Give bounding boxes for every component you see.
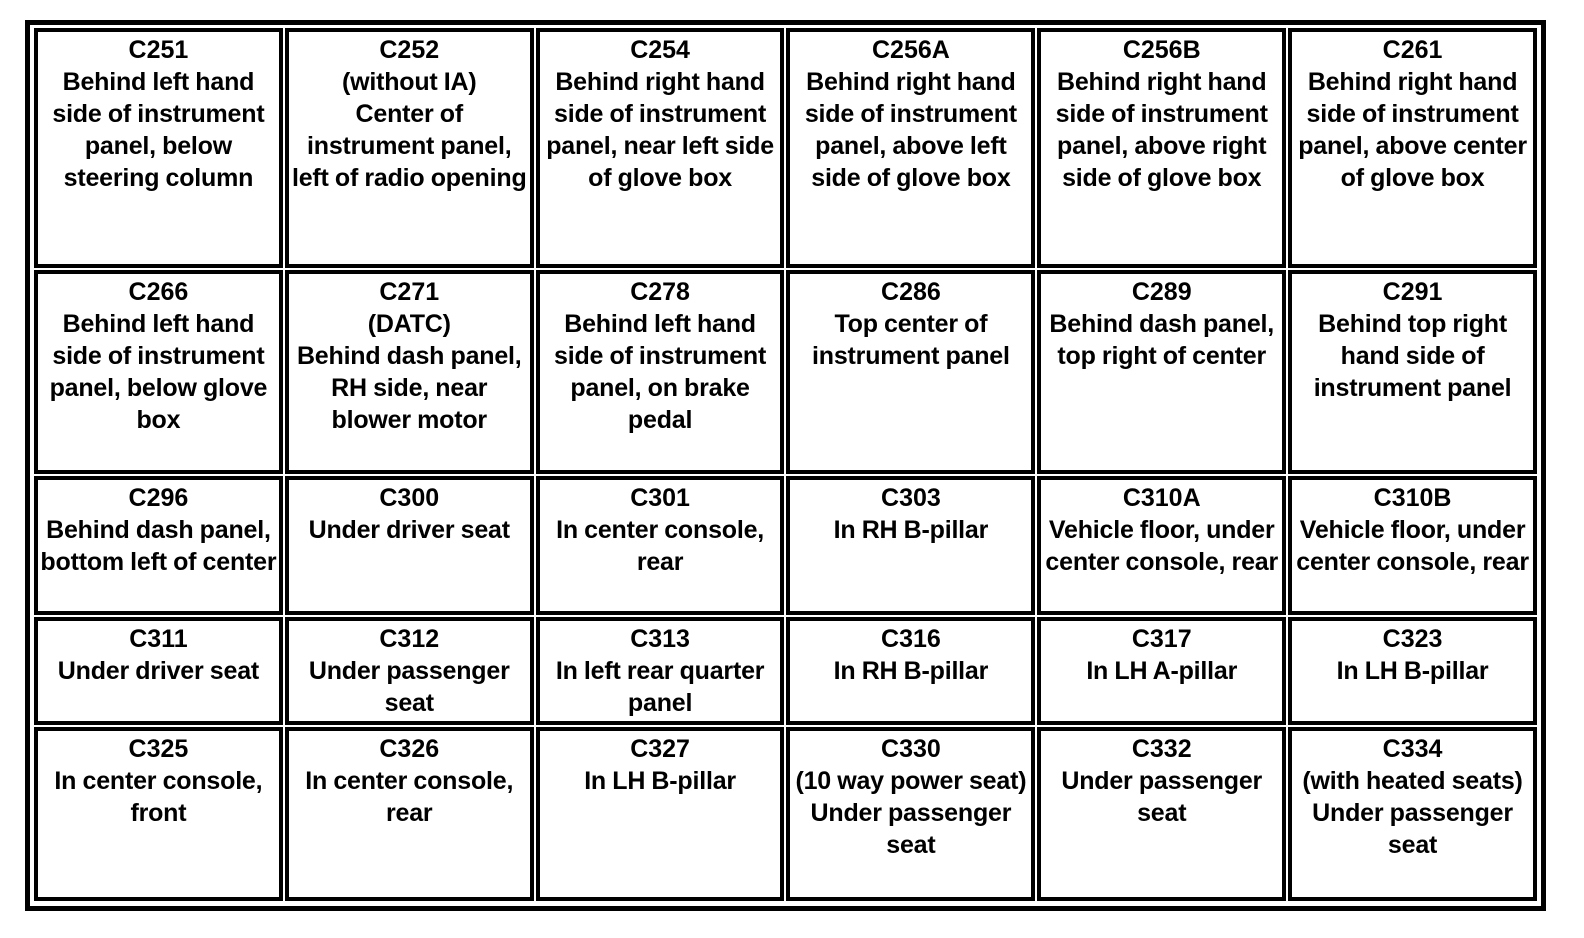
table-cell-c252: C252 (without IA) Center of instrument p…	[284, 28, 534, 269]
table-row: C266 Behind left hand side of instrument…	[33, 270, 1538, 476]
table-cell-c300: C300 Under driver seat	[284, 475, 534, 616]
table-cell-c317: C317 In LH A-pillar	[1037, 617, 1287, 726]
table-cell-c316: C316 In RH B-pillar	[786, 617, 1036, 726]
connector-id: C310A	[1122, 483, 1201, 512]
connector-location: Behind top right hand side of instrument…	[1313, 310, 1512, 403]
table-cell-c303: C303 In RH B-pillar	[786, 475, 1036, 616]
table-row: C251 Behind left hand side of instrument…	[33, 28, 1538, 270]
table-cell-c326: C326 In center console, rear	[284, 727, 534, 902]
connector-location: In LH B-pillar	[1336, 657, 1489, 686]
connector-id: C327	[630, 735, 690, 764]
connector-id: C289	[1131, 278, 1192, 307]
connector-location: In LH B-pillar	[584, 767, 736, 796]
connector-location: Behind dash panel, top right of center	[1049, 310, 1275, 371]
connector-id: C301	[630, 483, 690, 512]
connector-id: C256B	[1122, 36, 1201, 64]
connector-id: C261	[1382, 36, 1443, 64]
connector-id: C300	[379, 483, 440, 512]
table-cell-c334: C334 (with heated seats) Under passenger…	[1288, 727, 1537, 902]
connector-location: Behind right hand side of instrument pan…	[804, 68, 1017, 192]
table-cell-c254: C254 Behind right hand side of instrumen…	[535, 28, 785, 269]
connector-id: C312	[379, 625, 440, 654]
table-cell-c256a: C256A Behind right hand side of instrume…	[786, 28, 1036, 269]
table-row: C325 In center console, front C326 In ce…	[33, 727, 1538, 903]
connector-location: In center console, rear	[305, 767, 514, 828]
connector-location: Behind dash panel, bottom left of center	[40, 515, 277, 576]
table-cell-c311: C311 Under driver seat	[34, 617, 283, 726]
connector-location: (DATC) Behind dash panel, RH side, near …	[296, 310, 522, 435]
connector-id: C266	[128, 278, 189, 307]
connector-location: In RH B-pillar	[833, 657, 989, 686]
connector-location: Under passenger seat	[308, 657, 510, 718]
connector-location: In RH B-pillar	[833, 515, 989, 544]
connector-id: C256A	[871, 36, 950, 64]
connector-location-table: C251 Behind left hand side of instrument…	[25, 20, 1546, 911]
table-cell-c291: C291 Behind top right hand side of instr…	[1288, 270, 1537, 474]
connector-id: C326	[379, 735, 440, 764]
connector-id: C332	[1131, 735, 1192, 764]
connector-id: C325	[128, 735, 189, 764]
connector-location: In center console, front	[54, 767, 263, 828]
table-cell-c286: C286 Top center of instrument panel	[786, 270, 1036, 474]
table-cell-c289: C289 Behind dash panel, top right of cen…	[1037, 270, 1287, 474]
table-cell-c312: C312 Under passenger seat	[284, 617, 534, 726]
connector-id: C286	[881, 278, 941, 307]
table-cell-c261: C261 Behind right hand side of instrumen…	[1288, 28, 1537, 269]
connector-location: (10 way power seat) Under passenger seat	[795, 767, 1027, 860]
connector-location: (without IA) Center of instrument panel,…	[291, 68, 527, 192]
table-grid: C251 Behind left hand side of instrument…	[33, 28, 1538, 903]
connector-location: Vehicle floor, under center console, rea…	[1296, 515, 1529, 576]
table-cell-c266: C266 Behind left hand side of instrument…	[34, 270, 283, 474]
connector-location: In center console, rear	[556, 515, 765, 576]
table-cell-c296: C296 Behind dash panel, bottom left of c…	[34, 475, 283, 616]
table-row: C311 Under driver seat C312 Under passen…	[33, 617, 1538, 727]
connector-id: C316	[881, 625, 941, 654]
connector-location: Under passenger seat	[1061, 767, 1263, 828]
connector-id: C313	[630, 625, 690, 654]
connector-id: C317	[1131, 625, 1192, 654]
table-cell-c278: C278 Behind left hand side of instrument…	[535, 270, 785, 474]
table-cell-c271: C271 (DATC) Behind dash panel, RH side, …	[284, 270, 534, 474]
connector-location: In left rear quarter panel	[555, 657, 765, 718]
table-row: C296 Behind dash panel, bottom left of c…	[33, 475, 1538, 617]
connector-location: Behind right hand side of instrument pan…	[1298, 68, 1527, 192]
connector-id: C303	[881, 483, 941, 512]
table-cell-c330: C330 (10 way power seat) Under passenger…	[786, 727, 1036, 902]
table-cell-c325: C325 In center console, front	[34, 727, 283, 902]
table-cell-c327: C327 In LH B-pillar	[535, 727, 785, 902]
table-cell-c251: C251 Behind left hand side of instrument…	[34, 28, 283, 269]
connector-id: C323	[1382, 625, 1443, 654]
connector-id: C310B	[1373, 483, 1452, 512]
connector-id: C291	[1382, 278, 1443, 307]
connector-id: C334	[1382, 735, 1443, 764]
connector-location: Under driver seat	[308, 515, 510, 544]
connector-location: Top center of instrument panel	[812, 310, 1010, 371]
connector-id: C252	[379, 36, 440, 64]
connector-id: C271	[379, 278, 440, 307]
connector-id: C278	[630, 278, 690, 307]
connector-id: C251	[128, 36, 189, 64]
connector-location: Behind left hand side of instrument pane…	[554, 310, 767, 435]
connector-location: In LH A-pillar	[1086, 657, 1238, 686]
connector-location: Behind left hand side of instrument pane…	[52, 68, 265, 192]
table-cell-c310b: C310B Vehicle floor, under center consol…	[1288, 475, 1537, 616]
connector-location: Under driver seat	[57, 657, 260, 686]
connector-id: C311	[129, 625, 188, 654]
connector-location: Behind left hand side of instrument pane…	[49, 310, 268, 435]
connector-location: Behind right hand side of instrument pan…	[1055, 68, 1268, 192]
table-cell-c310a: C310A Vehicle floor, under center consol…	[1037, 475, 1287, 616]
connector-location: Behind right hand side of instrument pan…	[546, 68, 774, 192]
table-cell-c323: C323 In LH B-pillar	[1288, 617, 1537, 726]
table-cell-c301: C301 In center console, rear	[535, 475, 785, 616]
connector-location: (with heated seats) Under passenger seat	[1302, 767, 1523, 860]
table-cell-c332: C332 Under passenger seat	[1037, 727, 1287, 902]
connector-location: Vehicle floor, under center console, rea…	[1045, 515, 1279, 576]
table-cell-c313: C313 In left rear quarter panel	[535, 617, 785, 726]
connector-id: C330	[881, 735, 941, 764]
connector-id: C254	[630, 36, 690, 64]
connector-id: C296	[128, 483, 189, 512]
table-cell-c256b: C256B Behind right hand side of instrume…	[1037, 28, 1287, 269]
